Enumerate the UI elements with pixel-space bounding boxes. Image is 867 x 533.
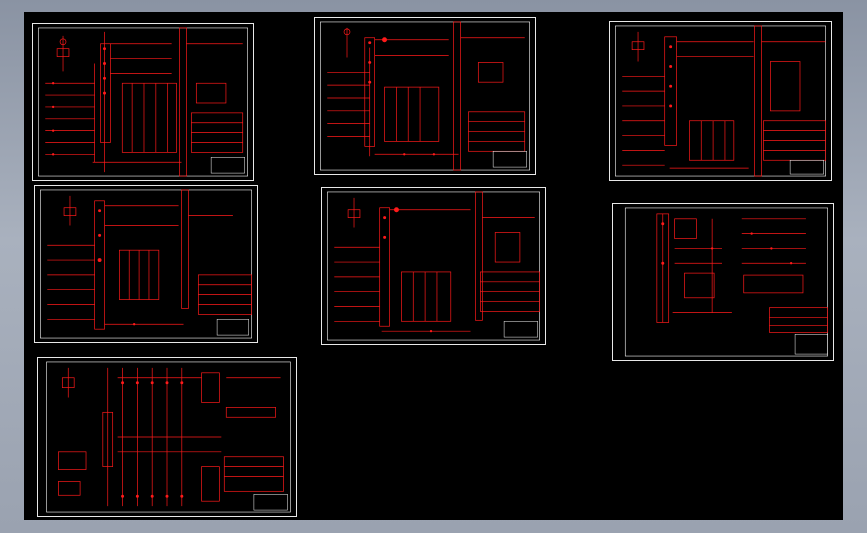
drawing-sheet-4[interactable] [34, 185, 258, 343]
drawing-sheet-7[interactable] [37, 357, 297, 517]
schematic-sheet-6 [624, 207, 829, 357]
schematic-sheet-7 [46, 361, 291, 513]
drawing-sheet-3[interactable] [609, 21, 832, 181]
schematic-sheet-2 [320, 21, 530, 171]
schematic-sheet-1 [38, 27, 248, 177]
drawing-sheet-5[interactable] [321, 187, 546, 345]
drawing-sheet-6[interactable] [612, 203, 834, 361]
drawing-sheet-2[interactable] [314, 17, 536, 175]
drawing-sheet-1[interactable] [32, 23, 254, 181]
drawing-canvas[interactable] [24, 12, 843, 520]
schematic-sheet-4 [40, 189, 252, 339]
schematic-sheet-3 [615, 25, 827, 177]
schematic-sheet-5 [327, 191, 540, 341]
